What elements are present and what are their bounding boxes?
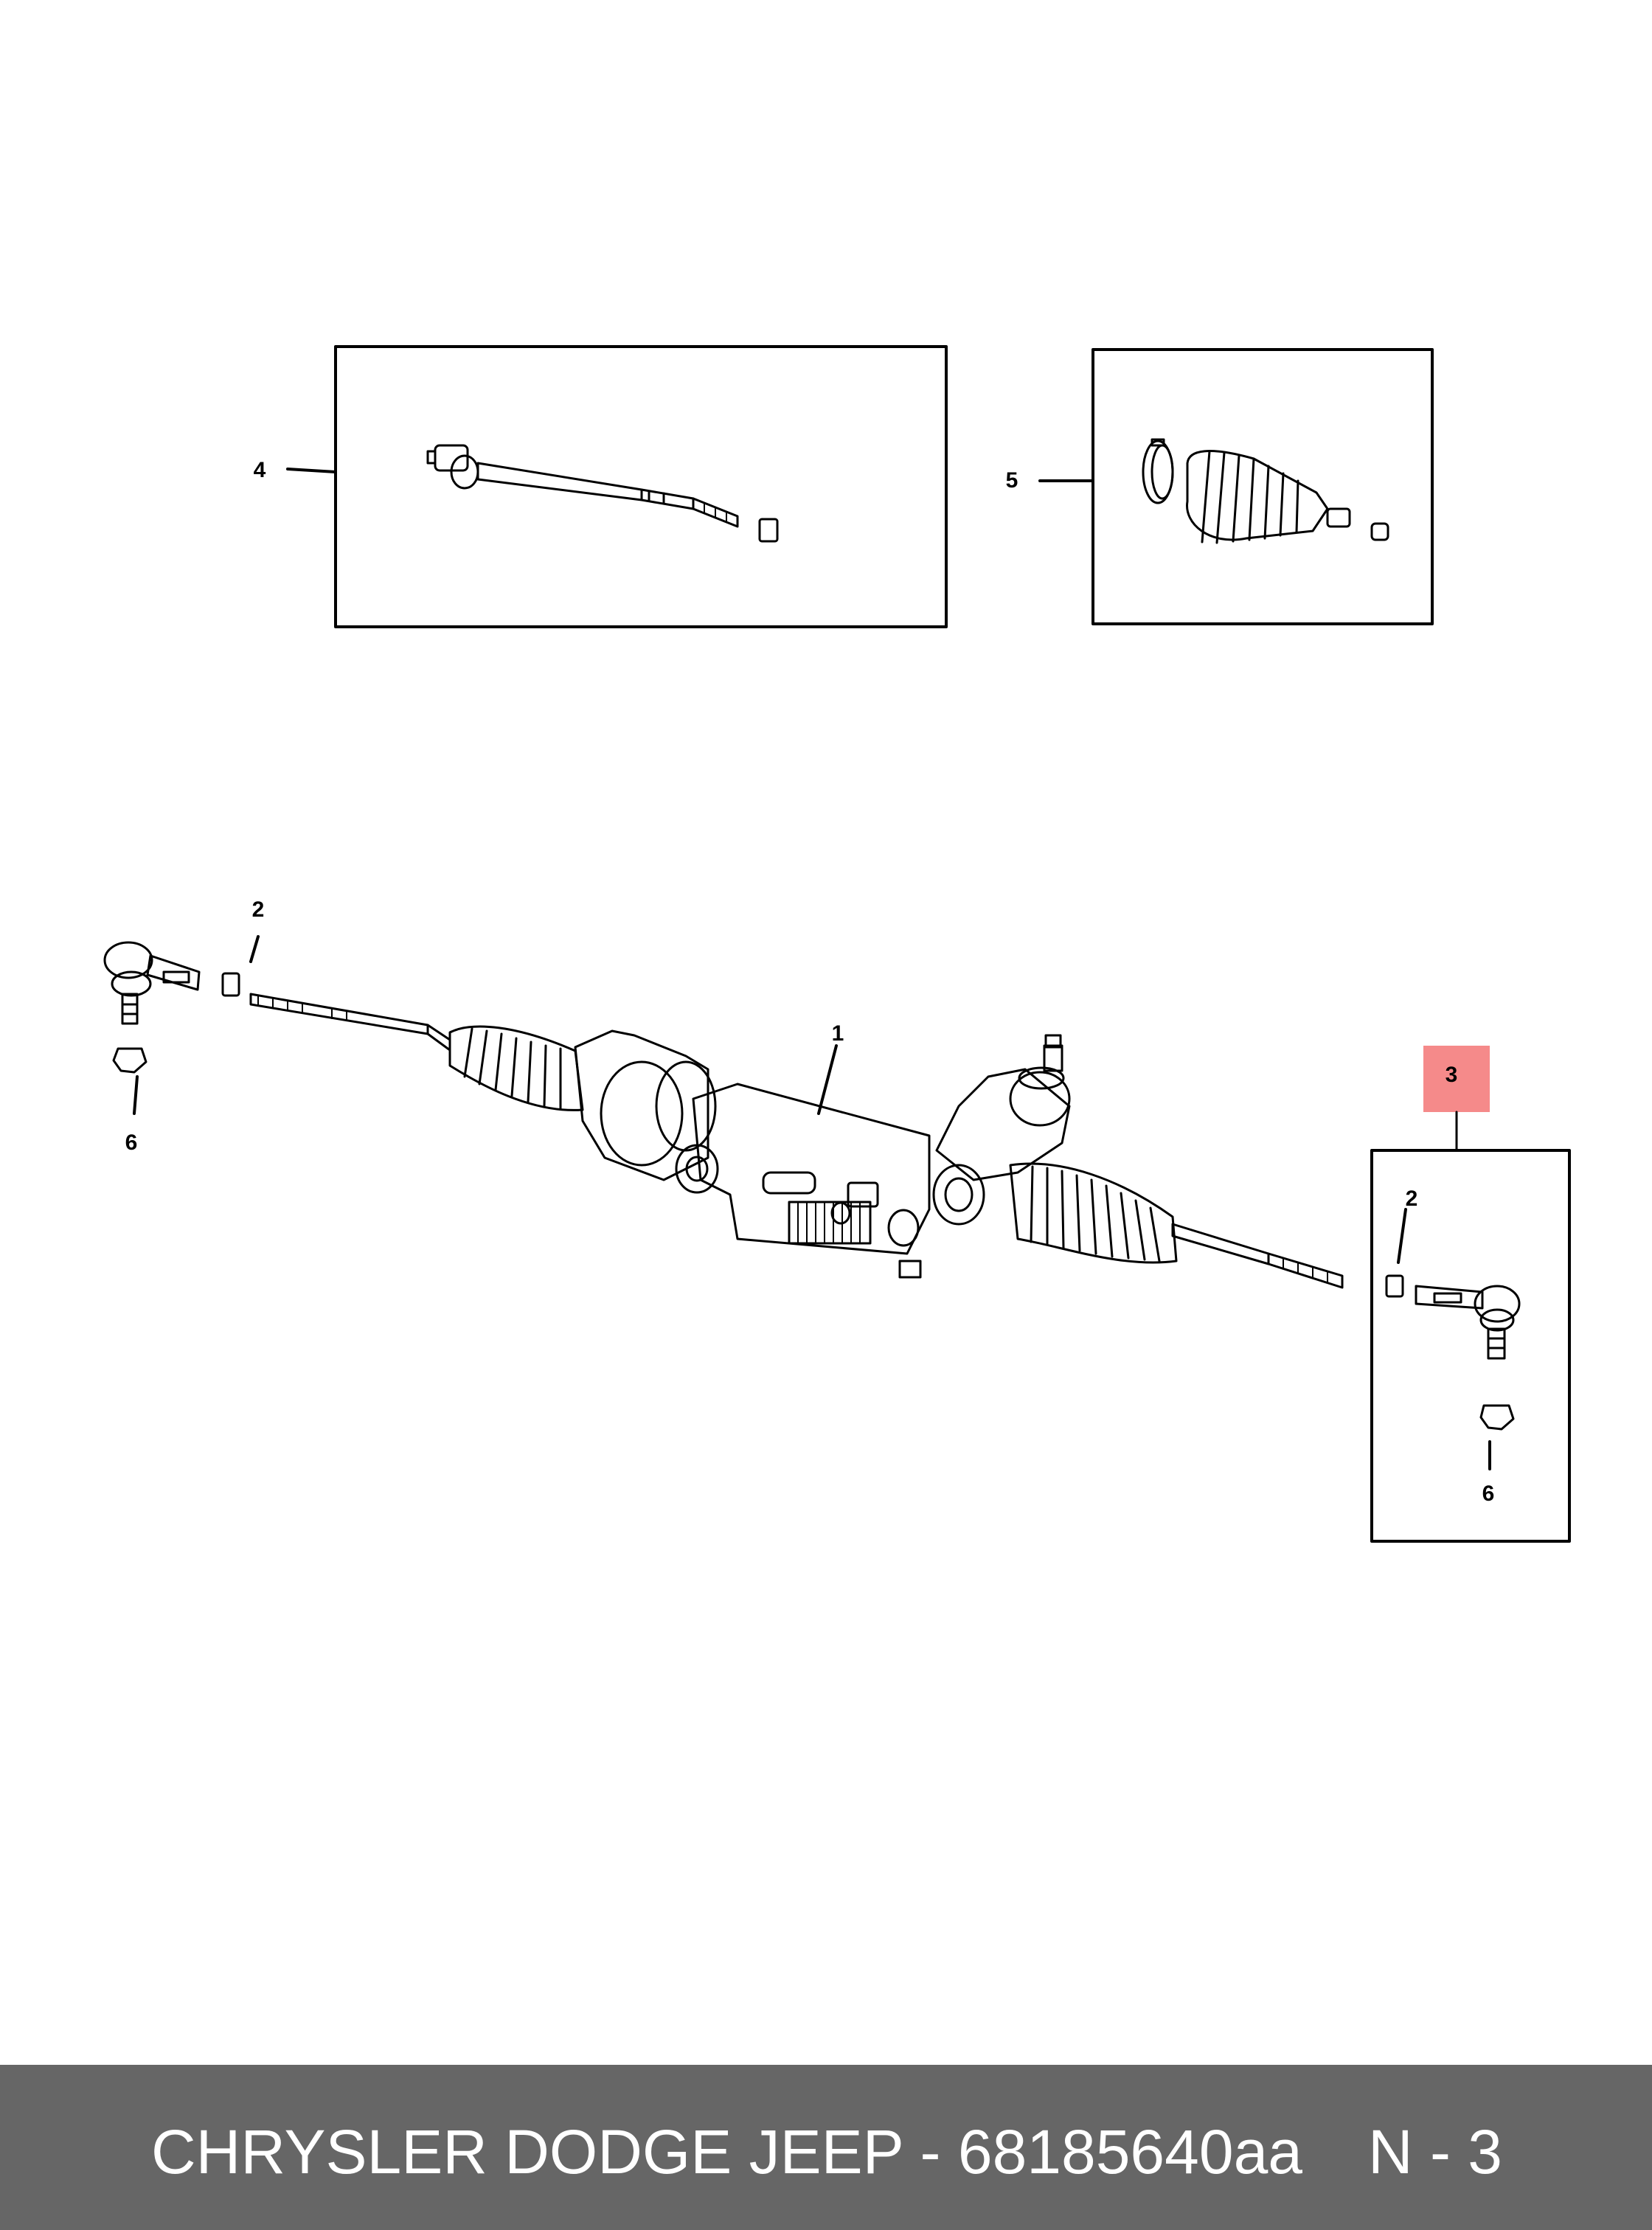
callout-6-right: 6 (1482, 1482, 1495, 1506)
inner-tie-rod (426, 444, 779, 543)
callout-6-left: 6 (125, 1130, 138, 1155)
footer-bar (0, 2065, 1652, 2230)
steering-rack (249, 993, 1344, 1289)
callout-2-right: 2 (1405, 1187, 1418, 1211)
callout-5: 5 (1005, 468, 1018, 493)
footer-title: CHRYSLER DODGE JEEP - 68185640aa (151, 2117, 1303, 2186)
callout-4: 4 (253, 458, 266, 482)
kit-box-5 (1092, 348, 1434, 625)
footer-diagram-code: N - 3 (1368, 2117, 1503, 2186)
callout-1: 1 (831, 1021, 844, 1046)
callout-2-left: 2 (251, 897, 265, 922)
outer-tie-rod-left (103, 935, 260, 1115)
kit-box-3 (1370, 1149, 1571, 1543)
part-3-highlight (1423, 1046, 1490, 1112)
kit-box-4 (334, 345, 948, 628)
parts-diagram (103, 345, 1571, 1543)
boot-kit (1142, 438, 1389, 544)
outer-tie-rod-right (1385, 1208, 1521, 1470)
callout-3: 3 (1445, 1063, 1458, 1087)
